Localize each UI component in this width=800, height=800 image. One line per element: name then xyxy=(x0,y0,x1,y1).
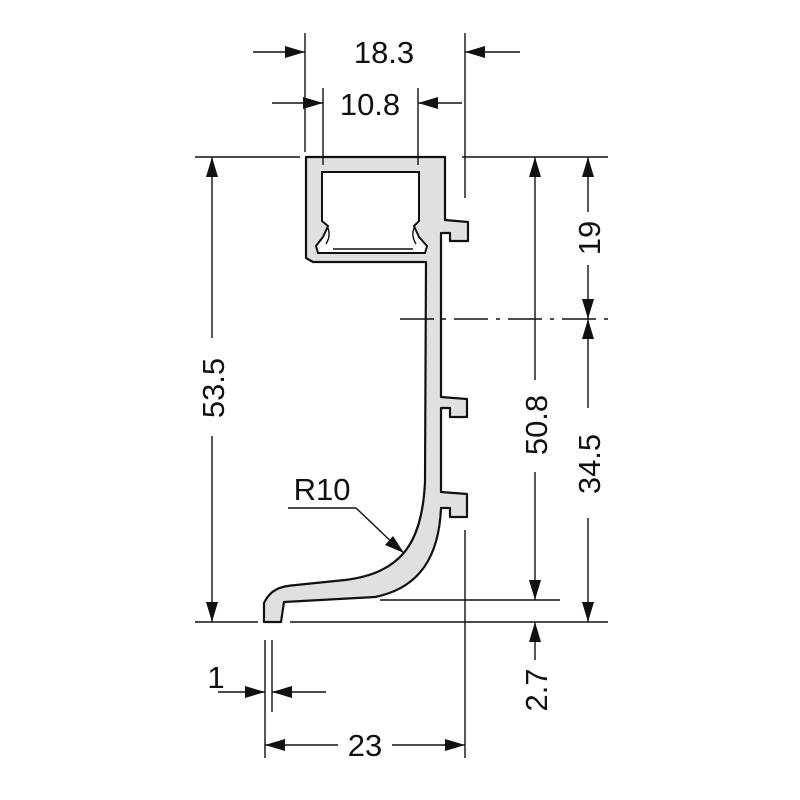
lens-line xyxy=(325,227,417,250)
dim-23: 23 xyxy=(348,728,382,763)
dim-18-3: 18.3 xyxy=(354,35,414,70)
dim-53-5: 53.5 xyxy=(196,358,231,418)
dim-10-8: 10.8 xyxy=(340,87,400,122)
dimension-lines xyxy=(206,46,594,751)
dim-1: 1 xyxy=(207,660,224,695)
channel-opening xyxy=(314,171,429,254)
dim-34-5: 34.5 xyxy=(572,434,607,494)
dim-50-8: 50.8 xyxy=(519,395,554,455)
dim-2-7: 2.7 xyxy=(519,668,554,711)
dim-r10: R10 xyxy=(294,472,351,507)
dim-19: 19 xyxy=(572,221,607,255)
